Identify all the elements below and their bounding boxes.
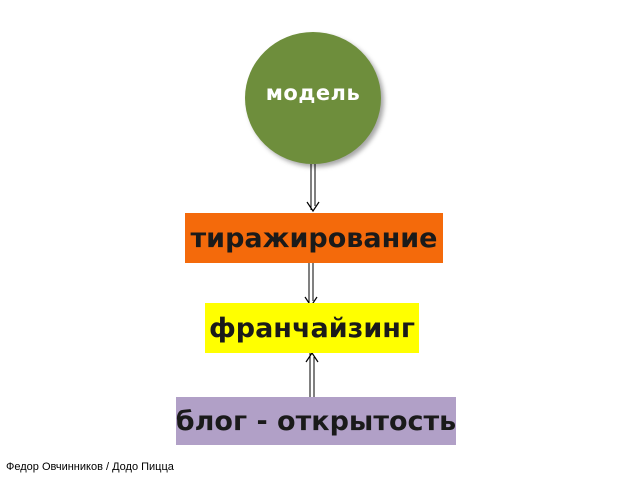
franchising-box: франчайзинг [205,303,419,353]
franchising-label: франчайзинг [208,312,416,344]
blog-openness-box: блог - открытость [176,397,456,445]
arrow-blog-to-franchising [305,351,319,397]
arrow-model-to-replication [306,164,320,213]
author-credit: Федор Овчинников / Додо Пицца [6,461,174,473]
arrow-replication-to-franchising [304,263,318,308]
blog-openness-label: блог - открытость [175,405,457,437]
replication-label: тиражирование [190,222,438,254]
replication-box: тиражирование [185,213,443,263]
model-circle: модель [245,32,381,164]
model-label: модель [265,81,361,105]
